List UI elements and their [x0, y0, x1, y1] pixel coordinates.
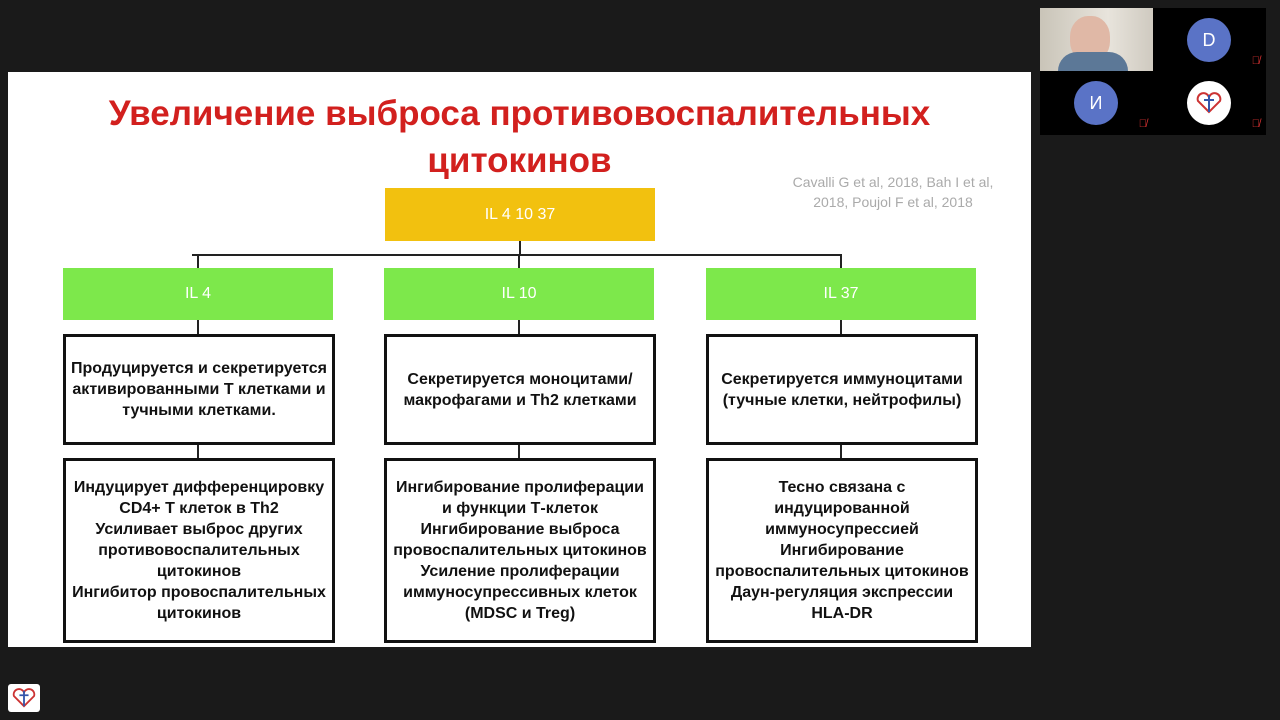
- cytokine-header: IL 10: [384, 268, 654, 320]
- mic-muted-icon: 🎙̸: [1251, 55, 1260, 67]
- effect-item: Даун-регуляция экспрессии HLA-DR: [730, 584, 954, 622]
- citation-line: 2018, Poujol F et al, 2018: [813, 194, 973, 210]
- avatar: И: [1074, 81, 1118, 125]
- effect-item: Ингибирование пролиферации и функции Т-к…: [396, 479, 644, 517]
- connector: [840, 254, 842, 268]
- participant-tile[interactable]: 🎙̸: [1153, 71, 1266, 134]
- effects-box: Тесно связана с индуцированной иммуносуп…: [706, 458, 978, 643]
- person-shirt: [1058, 52, 1128, 71]
- connector: [192, 254, 842, 256]
- connector: [518, 445, 520, 458]
- connector: [519, 241, 521, 255]
- mic-muted-icon: 🎙̸: [1251, 118, 1260, 130]
- effect-item: Усиление пролиферации иммуносупрессивных…: [403, 563, 637, 622]
- connector: [518, 254, 520, 268]
- connector: [840, 320, 842, 334]
- effect-item: Ингибитор провоспалительных цитокинов: [72, 584, 326, 622]
- connector: [518, 320, 520, 334]
- title-line: Увеличение выброса противовоспалительных: [108, 94, 931, 133]
- source-box: Секретируется моноцитами/ макрофагами и …: [384, 334, 656, 445]
- heart-logo-icon: [1196, 92, 1222, 114]
- effect-item: Тесно связана с индуцированной иммуносуп…: [765, 479, 919, 538]
- effects-box: Ингибирование пролиферации и функции Т-к…: [384, 458, 656, 643]
- logo-avatar: [1187, 81, 1231, 125]
- participant-video[interactable]: [1040, 8, 1153, 71]
- connector: [197, 445, 199, 458]
- source-box: Секретируется иммуноцитами (тучные клетк…: [706, 334, 978, 445]
- effects-box: Индуцирует дифференцировку CD4+ T клеток…: [63, 458, 335, 643]
- source-box: Продуцируется и секретируется активирова…: [63, 334, 335, 445]
- effect-item: Ингибирование провоспалительных цитокино…: [715, 542, 969, 580]
- root-box: IL 4 10 37: [385, 188, 655, 241]
- cytokine-header: IL 37: [706, 268, 976, 320]
- participants-panel: D 🎙̸ И 🎙̸ 🎙̸: [1040, 8, 1266, 135]
- connector: [840, 445, 842, 458]
- effect-item: Ингибирование выброса провоспалительных …: [393, 521, 647, 559]
- organization-logo: [8, 684, 40, 712]
- effect-item: Индуцирует дифференцировку CD4+ T клеток…: [73, 479, 325, 517]
- title-line: цитокинов: [427, 141, 612, 180]
- citation-line: Cavalli G et al, 2018, Bah I et al,: [792, 174, 994, 190]
- presentation-slide: Увеличение выброса противовоспалительных…: [8, 72, 1031, 647]
- participant-tile[interactable]: D 🎙̸: [1153, 8, 1266, 71]
- connector: [197, 320, 199, 334]
- citation: Cavalli G et al, 2018, Bah I et al, 2018,…: [778, 172, 1008, 212]
- cytokine-header: IL 4: [63, 268, 333, 320]
- effect-item: Усиливает выброс других противовоспалите…: [95, 521, 303, 580]
- participant-tile[interactable]: И 🎙̸: [1040, 71, 1153, 134]
- connector: [197, 254, 199, 268]
- avatar: D: [1187, 18, 1231, 62]
- slide-title: Увеличение выброса противовоспалительных…: [8, 90, 1031, 184]
- mic-muted-icon: 🎙̸: [1138, 118, 1147, 130]
- heart-logo-icon: [12, 688, 36, 708]
